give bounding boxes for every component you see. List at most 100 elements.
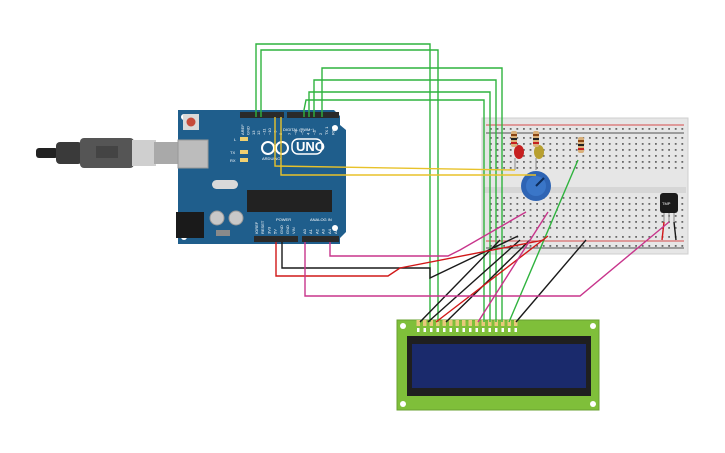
breadboard-hole — [602, 203, 604, 205]
breadboard-hole — [582, 161, 585, 163]
breadboard-hole — [635, 215, 637, 217]
breadboard-hole — [615, 167, 618, 169]
breadboard-hole — [529, 137, 532, 139]
analog-label: ANALOG IN — [310, 217, 332, 222]
breadboard-hole — [608, 209, 611, 211]
breadboard-hole — [635, 128, 637, 130]
led-yellow — [534, 145, 544, 170]
breadboard-hole — [608, 128, 611, 130]
breadboard-hole — [542, 143, 545, 145]
breadboard-hole — [655, 221, 657, 223]
breadboard-hole — [655, 155, 657, 157]
breadboard-hole — [622, 143, 624, 145]
breadboard-hole — [602, 137, 604, 139]
breadboard-hole — [569, 221, 571, 223]
breadboard-hole — [496, 167, 499, 169]
breadboard-hole — [490, 215, 492, 217]
breadboard-hole — [542, 167, 545, 169]
breadboard-hole — [641, 197, 644, 199]
breadboard-hole — [602, 236, 604, 238]
breadboard-hole — [648, 203, 651, 205]
pin-label: RX 0 — [330, 125, 335, 135]
breadboard-hole — [529, 245, 532, 247]
breadboard-hole — [595, 236, 598, 238]
breadboard-hole — [562, 149, 565, 151]
breadboard-hole — [490, 155, 492, 157]
pin-label: 2 — [318, 132, 323, 135]
breadboard-hole — [661, 167, 664, 169]
breadboard-hole — [549, 143, 552, 145]
breadboard-hole — [681, 143, 684, 145]
wire-yellow-d9 — [280, 117, 536, 176]
pin-label: GND — [285, 225, 290, 234]
breadboard-hole — [549, 227, 552, 229]
breadboard-hole — [562, 245, 565, 247]
breadboard-hole — [536, 245, 538, 247]
breadboard-hole — [542, 236, 545, 238]
breadboard-hole — [681, 227, 684, 229]
breadboard-hole — [496, 149, 499, 151]
breadboard-hole — [589, 155, 591, 157]
breadboard-hole — [628, 155, 631, 157]
breadboard-hole — [589, 221, 591, 223]
breadboard-hole — [602, 143, 604, 145]
lcd-screen — [412, 344, 586, 388]
lcd-pin — [507, 320, 511, 326]
breadboard-hole — [556, 143, 558, 145]
breadboard-hole — [503, 197, 505, 199]
pin-label: ~11 — [262, 128, 267, 135]
breadboard-hole — [523, 137, 525, 139]
breadboard-hole — [562, 161, 565, 163]
breadboard-hole — [569, 149, 571, 151]
breadboard-hole — [569, 227, 571, 229]
breadboard-hole — [556, 155, 558, 157]
breadboard-hole — [681, 236, 684, 238]
breadboard-hole — [622, 161, 624, 163]
breadboard-hole — [655, 128, 657, 130]
wire-black-lcd-3 — [445, 239, 531, 323]
lcd-pin-marking — [495, 328, 498, 332]
breadboard-hole — [523, 149, 525, 151]
breadboard-hole — [608, 143, 611, 145]
breadboard-hole — [496, 128, 499, 130]
breadboard-hole — [595, 203, 598, 205]
potentiometer[interactable] — [521, 171, 551, 201]
arduino-logo: ARDUINO UNO — [261, 138, 325, 161]
lcd-pin-marking — [456, 328, 459, 332]
wire-red-5v — [275, 239, 545, 277]
breadboard-hole — [628, 137, 631, 139]
breadboard-hole — [602, 161, 604, 163]
pin-label: VIN — [291, 227, 296, 234]
breadboard-hole — [562, 143, 565, 145]
breadboard-hole — [589, 143, 591, 145]
breadboard-hole — [509, 161, 512, 163]
breadboard-hole — [503, 137, 505, 139]
breadboard-hole — [549, 137, 552, 139]
breadboard-hole — [542, 215, 545, 217]
breadboard-hole — [542, 155, 545, 157]
breadboard-hole — [523, 155, 525, 157]
breadboard-hole — [496, 155, 499, 157]
breadboard-hole — [661, 128, 664, 130]
breadboard-hole — [622, 209, 624, 211]
breadboard-hole — [582, 245, 585, 247]
breadboard-hole — [490, 227, 492, 229]
breadboard-hole — [490, 143, 492, 145]
breadboard-hole — [655, 236, 657, 238]
breadboard-hole — [661, 155, 664, 157]
board-brand: ARDUINO — [262, 156, 280, 161]
breadboard-hole — [602, 149, 604, 151]
breadboard-hole — [608, 236, 611, 238]
breadboard-hole — [549, 215, 552, 217]
breadboard-hole — [509, 215, 512, 217]
breadboard-hole — [575, 227, 578, 229]
breadboard-hole — [556, 236, 558, 238]
breadboard-hole — [529, 155, 532, 157]
breadboard-hole — [569, 167, 571, 169]
breadboard-hole — [635, 227, 637, 229]
breadboard-hole — [615, 155, 618, 157]
breadboard-hole — [569, 161, 571, 163]
lcd-pin — [423, 320, 427, 326]
breadboard-hole — [562, 197, 565, 199]
